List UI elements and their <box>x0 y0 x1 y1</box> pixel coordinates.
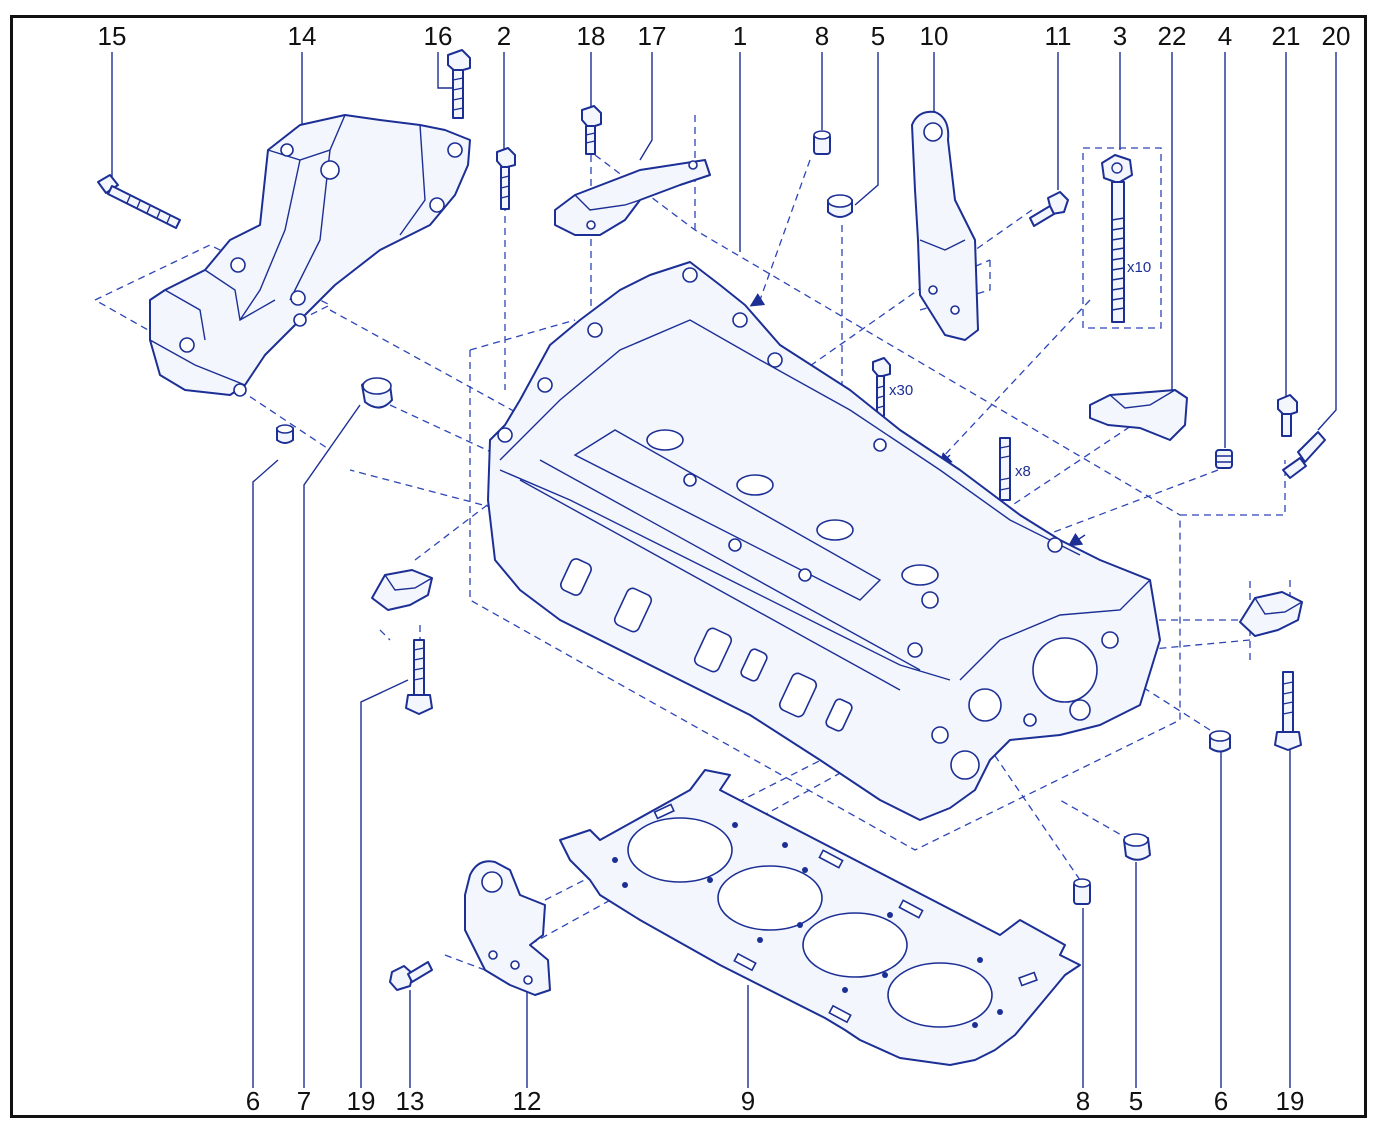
qty-x30: x30 <box>889 382 913 399</box>
label-7: 7 <box>297 1086 311 1116</box>
part-7-cup-plug <box>361 377 393 409</box>
part-small-bolt-x30: x30 <box>872 357 913 417</box>
leader-lines <box>111 52 1337 1088</box>
label-14: 14 <box>288 21 317 51</box>
part-9-head-gasket <box>559 769 1081 1066</box>
label-19-left: 19 <box>347 1086 376 1116</box>
part-11-bolt <box>1029 191 1069 227</box>
label-16: 16 <box>424 21 453 51</box>
label-22: 22 <box>1158 21 1187 51</box>
label-18: 18 <box>577 21 606 51</box>
label-4: 4 <box>1218 21 1232 51</box>
part-injector-clamp-left <box>371 569 433 611</box>
part-19-left-bolt <box>405 639 433 715</box>
part-5-bottom-plug <box>1123 833 1151 861</box>
label-6-left: 6 <box>246 1086 260 1116</box>
label-3: 3 <box>1113 21 1127 51</box>
qty-x8: x8 <box>1015 463 1031 480</box>
label-21: 21 <box>1272 21 1301 51</box>
part-12-lifting-eye <box>464 860 551 996</box>
part-17-bracket <box>554 159 711 236</box>
label-9: 9 <box>741 1086 755 1116</box>
part-19-right-bolt <box>1274 671 1302 751</box>
part-22-bracket <box>1089 389 1188 441</box>
label-5-top: 5 <box>871 21 885 51</box>
label-2: 2 <box>497 21 511 51</box>
part-6-left-plug <box>276 424 294 444</box>
label-1: 1 <box>733 21 747 51</box>
part-1-cylinder-head <box>487 261 1161 821</box>
label-10: 10 <box>920 21 949 51</box>
label-8-top: 8 <box>815 21 829 51</box>
part-5-top-plug <box>827 194 853 218</box>
part-20-sensor <box>1282 431 1326 479</box>
label-17: 17 <box>638 21 667 51</box>
part-injector-clamp-right <box>1239 591 1303 637</box>
top-labels: 15 14 16 2 18 17 1 8 5 10 11 3 22 4 21 2… <box>98 21 1351 51</box>
part-13-bolt <box>389 961 433 991</box>
part-2-bolt <box>496 147 516 210</box>
bottom-labels: 6 7 19 13 12 9 8 5 6 19 <box>246 1086 1305 1116</box>
label-8-bottom: 8 <box>1076 1086 1090 1116</box>
label-5-bottom: 5 <box>1129 1086 1143 1116</box>
label-6-right: 6 <box>1214 1086 1228 1116</box>
part-8-bottom-dowel <box>1073 878 1091 905</box>
label-12: 12 <box>513 1086 542 1116</box>
part-6-right-plug <box>1209 730 1231 753</box>
qty-x10: x10 <box>1127 259 1151 276</box>
part-3-head-bolt: x10 <box>1082 147 1162 329</box>
part-8-top-dowel <box>813 130 831 155</box>
part-10-lifting-eye <box>911 110 979 341</box>
part-18-bolt <box>581 105 602 155</box>
part-14-mount-bracket <box>149 114 471 397</box>
label-20: 20 <box>1322 21 1351 51</box>
part-21-bolt <box>1277 394 1298 437</box>
part-4-seal <box>1215 449 1233 469</box>
label-15: 15 <box>98 21 127 51</box>
label-11: 11 <box>1045 21 1072 51</box>
label-13: 13 <box>396 1086 425 1116</box>
part-stud-x8: x8 <box>999 437 1031 501</box>
part-16-bolt <box>447 49 471 119</box>
label-19-right: 19 <box>1276 1086 1305 1116</box>
part-15-bolt <box>97 174 181 229</box>
